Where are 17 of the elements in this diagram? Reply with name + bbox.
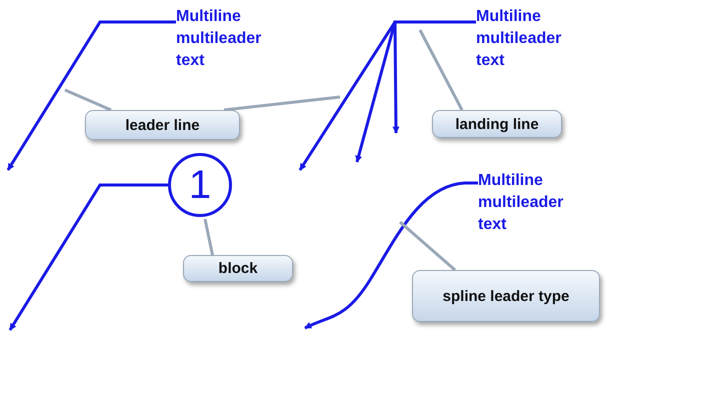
leader-line <box>224 96 340 112</box>
multileader-text: Multiline multileader text <box>478 170 588 236</box>
leader-arrow <box>392 20 476 134</box>
multileader-text: Multiline multileader text <box>476 6 586 72</box>
block-circle: 1 <box>168 153 232 217</box>
callout-label: block <box>183 255 293 282</box>
leader-arrow <box>8 184 168 331</box>
callout-label: spline leader type <box>412 270 600 322</box>
leader-line <box>64 88 112 112</box>
multileader-text: Multiline multileader text <box>176 6 286 72</box>
leader-arrow <box>6 20 176 171</box>
leader-line <box>418 29 464 111</box>
leader-arrow <box>304 182 478 330</box>
leader-line <box>204 218 214 256</box>
leader-line <box>399 220 456 272</box>
callout-label: leader line <box>85 110 240 140</box>
callout-label: landing line <box>432 110 562 138</box>
